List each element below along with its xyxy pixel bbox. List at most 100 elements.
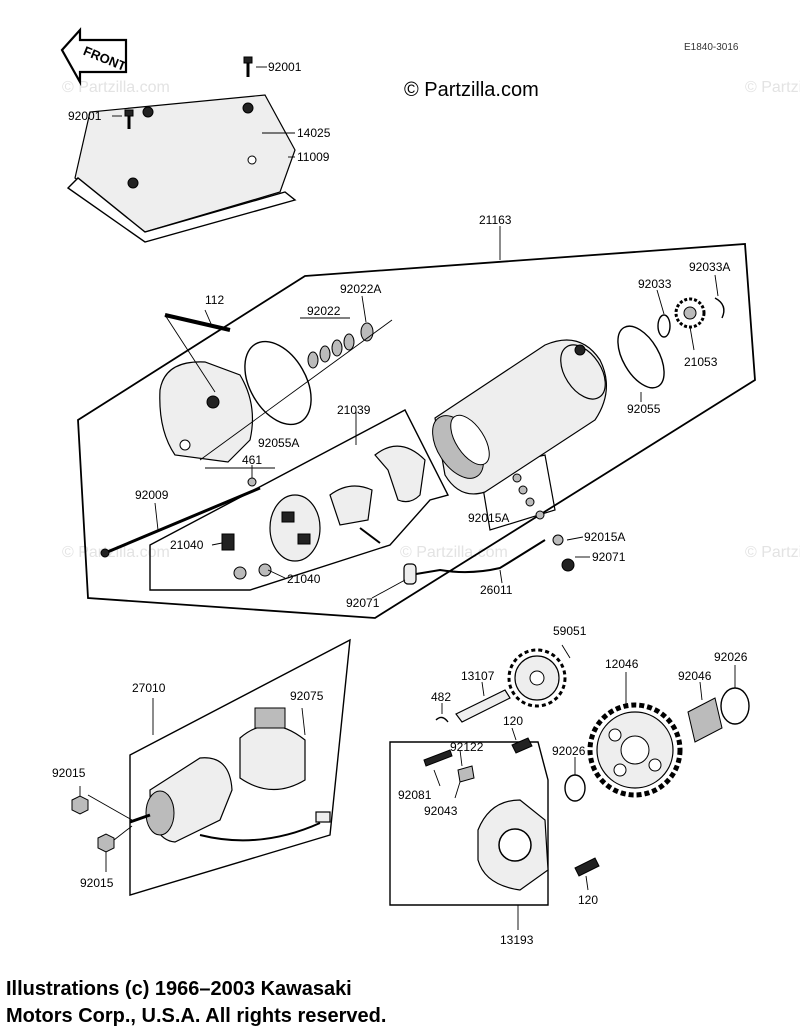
callout-461: 461 xyxy=(242,453,262,467)
callout-112: 112 xyxy=(205,293,224,307)
brush-21040-icon xyxy=(233,566,247,580)
cover-bolt-hole xyxy=(127,177,139,189)
callout-27010: 27010 xyxy=(132,681,166,695)
leader-line xyxy=(714,274,719,297)
gasket-11009 xyxy=(66,177,297,243)
cover-bolt-hole xyxy=(242,102,254,114)
watermark-text: © Partzilla.com xyxy=(745,544,800,561)
end-cover xyxy=(159,309,312,469)
oring-92055A xyxy=(244,340,312,426)
callout-120: 120 xyxy=(503,714,523,728)
ring-92033 xyxy=(657,314,671,338)
footer-line-2: Motors Corp., U.S.A. All rights reserved… xyxy=(6,1005,387,1027)
circlip-92033A xyxy=(714,297,725,319)
brush-21040-icon xyxy=(221,533,235,551)
shaft-group xyxy=(435,681,511,723)
gear-hub xyxy=(683,306,697,320)
diagram-code: E1840-3016 xyxy=(684,42,739,53)
callout-26011: 26011 xyxy=(480,583,513,597)
callout-12046: 12046 xyxy=(605,657,639,671)
gear-12046 xyxy=(587,672,683,798)
callout-482: 482 xyxy=(431,690,451,704)
assembly-frame-21163 xyxy=(77,243,756,619)
front-arrow-icon xyxy=(60,27,128,87)
motor-frame-27010 xyxy=(129,638,351,896)
brush-icon xyxy=(297,533,311,545)
gear-hole xyxy=(613,763,627,777)
leader-line xyxy=(211,542,223,546)
callout-92055: 92055 xyxy=(627,402,661,416)
armature-core xyxy=(450,414,490,466)
cap-92071-icon xyxy=(561,558,575,572)
callout-13107: 13107 xyxy=(461,669,495,683)
motor-terminal xyxy=(129,813,151,824)
bearing-92046 xyxy=(687,697,723,743)
callout-92009: 92009 xyxy=(135,488,169,502)
cap-92071-icon xyxy=(403,563,417,585)
callout-21040: 21040 xyxy=(287,572,321,586)
watermark-text: © Partzilla.com xyxy=(400,544,508,561)
washer-92026-icon xyxy=(720,687,750,725)
lead-26011 xyxy=(409,539,546,576)
end-cover-shape xyxy=(159,361,254,463)
callout-92033A: 92033A xyxy=(689,260,730,274)
bolt-112 xyxy=(164,313,231,332)
leader-line xyxy=(267,569,286,579)
motor-end-cap xyxy=(560,344,606,400)
bearing-group xyxy=(564,665,750,802)
callout-92071: 92071 xyxy=(346,596,380,610)
sprocket-hub xyxy=(529,670,545,686)
bolt-120-icon xyxy=(511,737,533,754)
clutch-frame-13193 xyxy=(389,741,549,906)
footer-line-1: Illustrations (c) 1966–2003 Kawasaki xyxy=(6,978,352,1000)
brush-holder xyxy=(329,412,426,544)
leader-line xyxy=(433,769,441,787)
front-arrow: FRONT xyxy=(60,27,128,87)
cover-bolt-hole xyxy=(142,106,154,118)
leader-line xyxy=(113,825,133,841)
callout-92026: 92026 xyxy=(552,744,586,758)
callout-92122: 92122 xyxy=(450,740,484,754)
bolt-92009-head xyxy=(100,548,110,558)
damper-92075 xyxy=(239,724,306,791)
terminal-parts xyxy=(371,473,590,599)
item-461-icon xyxy=(247,477,257,487)
shaft-13107 xyxy=(455,689,511,723)
leader-line xyxy=(561,644,571,659)
callout-120: 120 xyxy=(578,893,598,907)
washer-92026-icon xyxy=(564,774,586,802)
leader-line xyxy=(199,319,393,461)
bolt-92009 xyxy=(104,486,261,555)
leader-line xyxy=(459,749,463,767)
bolt-icon xyxy=(124,109,134,117)
spacer-92043-icon xyxy=(457,765,475,783)
brush-lead xyxy=(359,527,381,544)
watermarks: © Partzilla.com © Partzilla.com © Partzi… xyxy=(62,79,800,561)
callout-92022A: 92022A xyxy=(340,282,381,296)
leader-line xyxy=(301,707,306,736)
callout-92046: 92046 xyxy=(678,669,712,683)
callout-21053: 21053 xyxy=(684,355,718,369)
clutch-hub xyxy=(498,828,532,862)
gear-12046-hub xyxy=(620,735,650,765)
callout-13193: 13193 xyxy=(500,933,534,947)
callout-92033: 92033 xyxy=(638,277,672,291)
nut-icon xyxy=(512,473,522,483)
nut-icon xyxy=(518,485,528,495)
nut-92015-icon xyxy=(97,833,115,853)
cover-bolt-hole xyxy=(247,155,257,165)
callout-11009: 11009 xyxy=(297,150,330,164)
leader-line xyxy=(164,314,216,393)
nut-92015A-icon xyxy=(552,534,564,546)
leader-line xyxy=(499,569,503,584)
washer-icon xyxy=(343,333,355,351)
callout-59051: 59051 xyxy=(553,624,587,638)
motor-body xyxy=(432,325,665,495)
callout-92015A: 92015A xyxy=(468,511,509,525)
bolt-icon xyxy=(243,56,253,64)
watermark-text: © Partzilla.com xyxy=(62,79,170,96)
leader-line xyxy=(371,579,406,599)
callout-92075: 92075 xyxy=(290,689,324,703)
leader-line xyxy=(361,295,367,323)
leader-line xyxy=(454,781,461,799)
